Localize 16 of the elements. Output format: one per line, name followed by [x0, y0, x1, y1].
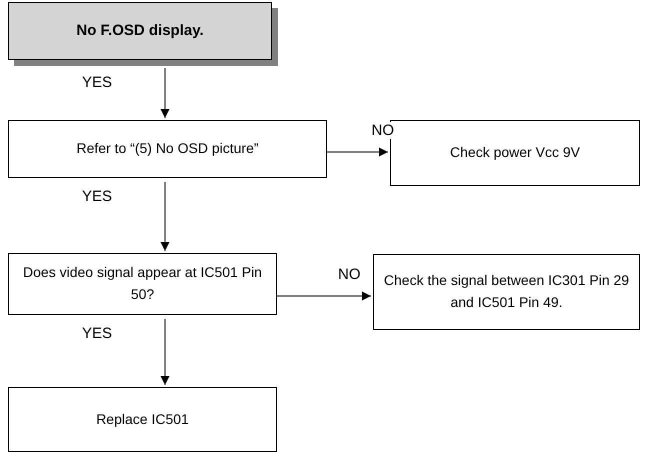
box-text: Does video signal appear at IC501 Pin 50? [22, 263, 263, 304]
box-text: Replace IC501 [96, 410, 189, 429]
arrow [276, 292, 372, 300]
box-text: Check the signal between IC301 Pin 29 and IC501 Pin 49. [382, 271, 630, 312]
arrow [160, 182, 170, 252]
arrow [160, 68, 170, 118]
box-text: No F.OSD display. [76, 21, 204, 42]
edge-label: NO [370, 122, 396, 139]
arrow [326, 148, 388, 156]
process-box [8, 120, 327, 178]
box-text: Check power Vcc 9V [450, 143, 580, 162]
arrow [160, 318, 170, 386]
box-text: Refer to “(5) No OSD picture” [76, 139, 259, 158]
process-box [373, 254, 640, 330]
process-box [8, 253, 277, 315]
process-box [8, 387, 277, 452]
